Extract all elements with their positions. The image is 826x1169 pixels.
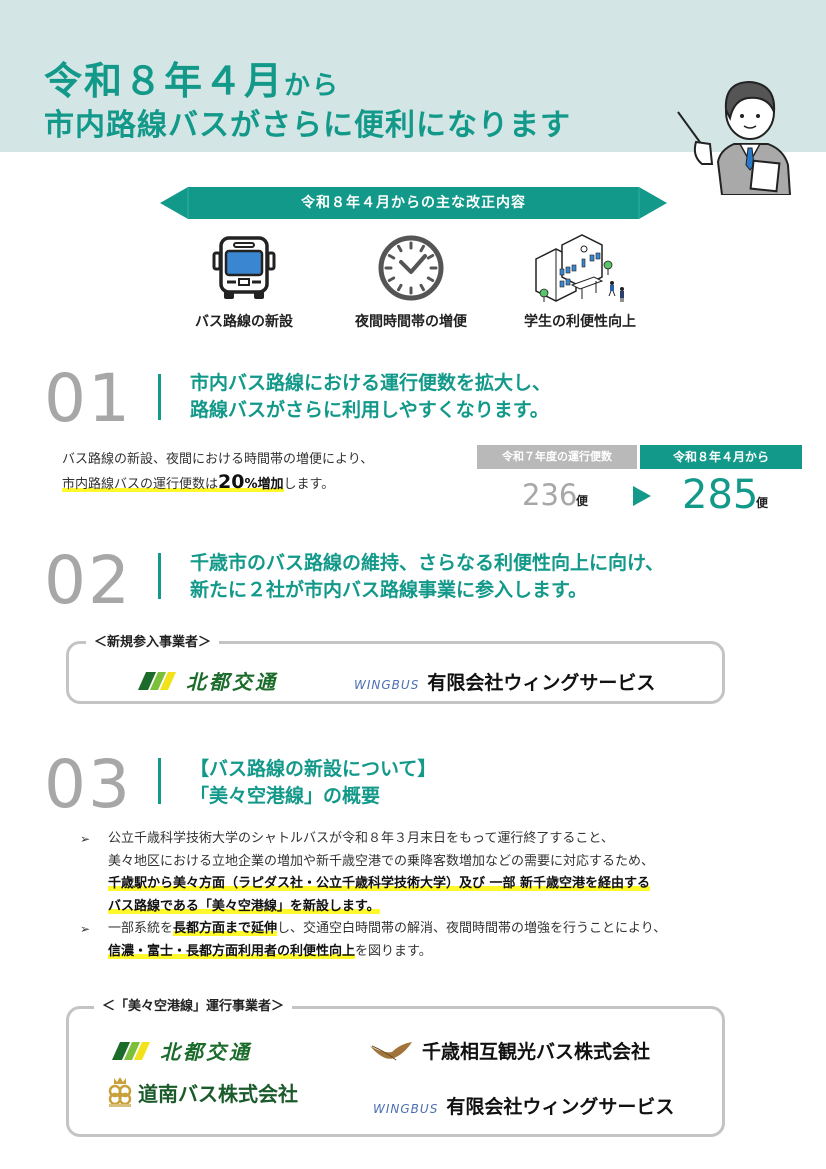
section3-heading-line2: 「美々空港線」の概要 <box>190 785 381 807</box>
bullet-1-line1: ➢ 公立千歳科学技術大学のシャトルバスが令和８年３月末日をもって運行終了すること、 <box>80 828 666 851</box>
feature-label: 学生の利便性向上 <box>524 314 636 330</box>
bullet-text: 公立千歳科学技術大学のシャトルバスが令和８年３月末日をもって運行終了すること、 <box>108 831 614 846</box>
section2-heading-line1: 千歳市のバス路線の維持、さらなる利便性向上に向け、 <box>190 552 665 574</box>
operator-name: 道南バス株式会社 <box>138 1081 298 1106</box>
compare-new-header: 令和８年４月から <box>640 445 802 469</box>
hero-banner: 令和８年４月から 市内路線バスがさらに便利になります <box>0 0 826 152</box>
bullet-text: 一部系統を <box>108 921 174 936</box>
bullet-1-line4: バス路線である「美々空港線」を新設します。 <box>80 896 666 919</box>
feature-label: 夜間時間帯の増便 <box>355 314 467 330</box>
compare-new-value: 285 <box>682 472 759 518</box>
bullet-text: 美々地区における立地企業の増加や新千歳空港での乗降客数増加などの需要に対応するた… <box>108 853 655 869</box>
bullet-text-highlight: 信濃・富士・長都方面利用者の利便性向上 <box>108 943 356 959</box>
highlighted-sentence: 市内路線バスの運行便数は20%増加 <box>62 471 284 493</box>
increase-percent: 20 <box>218 471 245 493</box>
hokuto-stripes-icon <box>112 1041 150 1060</box>
presenter-illustration-icon <box>677 80 792 195</box>
section3-heading: 【バス路線の新設について】 「美々空港線」の概要 <box>190 756 436 810</box>
section3-bullets: ➢ 公立千歳科学技術大学のシャトルバスが令和８年３月末日をもって運行終了すること、… <box>80 828 666 963</box>
bullet-2-line2: 信濃・富士・長都方面利用者の利便性向上を図ります。 <box>80 941 666 964</box>
hokuto-kotsu-logo: 北都交通 <box>138 666 278 695</box>
feature-student-convenience: 学生の利便性向上 <box>500 230 660 331</box>
operator-name: 北都交通 <box>186 670 278 694</box>
section-number-03: 03 <box>44 746 132 823</box>
section-divider <box>158 374 161 420</box>
hero-title-suffix: から <box>284 71 341 101</box>
operator-name: 千歳相互観光バス株式会社 <box>422 1041 651 1063</box>
chitose-sogo-logo: 千歳相互観光バス株式会社 <box>370 1037 650 1064</box>
hero-title-line2: 市内路線バスがさらに便利になります <box>44 108 571 143</box>
operator-name: 北都交通 <box>160 1040 252 1064</box>
bullet-text-highlight: 長都方面まで延伸 <box>173 921 278 936</box>
bullet-1-line3: 千歳駅から美々方面（ラピダス社・公立千歳科学技術大学）及び 一部 新千歳空港を経… <box>80 873 666 896</box>
compare-old-unit: 便 <box>576 494 589 508</box>
revision-banner: 令和８年４月からの主な改正内容 <box>160 187 667 219</box>
new-operators-box <box>66 641 725 704</box>
wingbus-brand: WINGBUS <box>354 678 420 692</box>
section2-heading-line2: 新たに２社が市内バス路線事業に参入します。 <box>190 579 588 601</box>
clock-icon <box>378 235 444 300</box>
bullet-text: を図ります。 <box>355 943 432 959</box>
chitose-leaf-icon <box>370 1041 412 1060</box>
hero-title-date: 令和８年４月 <box>44 59 285 103</box>
percent-sign: % <box>244 477 258 492</box>
bus-icon <box>212 235 276 299</box>
feature-night-service: 夜間時間帯の増便 <box>331 230 491 331</box>
banner-arrow-shape-icon <box>160 187 667 219</box>
wingbus-logo: WINGBUS 有限会社ウィングサービス <box>373 1092 674 1119</box>
section1-heading-line1: 市内バス路線における運行便数を拡大し、 <box>190 372 552 394</box>
bullet-1-line2: 美々地区における立地企業の増加や新千歳空港での乗降客数増加などの需要に対応するた… <box>80 851 666 874</box>
bullet-2-line1: ➢ 一部系統を長都方面まで延伸し、交通空白時間帯の解消、夜間時間帯の増強を行うこと… <box>80 918 666 941</box>
bullet-arrow-icon: ➢ <box>80 832 91 846</box>
wingbus-logo: WINGBUS 有限会社ウィングサービス <box>354 668 655 695</box>
body-suffix: します。 <box>283 477 335 492</box>
compare-arrow-icon <box>633 486 651 506</box>
donan-bus-logo: 道南バス株式会社 <box>106 1076 298 1108</box>
section1-heading-line2: 路線バスがさらに利用しやすくなります。 <box>190 399 549 421</box>
route-operators-caption: ＜「美々空港線」運行事業者＞ <box>94 995 293 1014</box>
hero-title-line1: 令和８年４月から <box>44 50 340 105</box>
compare-new-unit: 便 <box>756 496 769 510</box>
section1-heading: 市内バス路線における運行便数を拡大し、 路線バスがさらに利用しやすくなります。 <box>190 370 551 424</box>
section1-body-line2: 市内路線バスの運行便数は20%増加します。 <box>62 471 373 496</box>
hokuto-kotsu-logo: 北都交通 <box>112 1036 252 1065</box>
bullet-arrow-icon: ➢ <box>80 922 91 936</box>
bullet-text: し、交通空白時間帯の解消、夜間時間帯の増強を行うことにより、 <box>277 921 667 936</box>
new-operators-caption: ＜新規参入事業者＞ <box>86 631 220 650</box>
section-divider <box>158 553 161 599</box>
section-number-02: 02 <box>44 542 132 619</box>
section-divider <box>158 758 161 804</box>
compare-old-value: 236 <box>522 478 578 512</box>
banner-label: 令和８年４月からの主な改正内容 <box>301 195 526 211</box>
section1-body-line1: バス路線の新設、夜間における時間帯の増便により、 <box>62 452 374 467</box>
operator-name: 有限会社ウィングサービス <box>446 1096 675 1118</box>
hokuto-stripes-icon <box>138 671 176 690</box>
increase-word: 増加 <box>257 477 284 492</box>
feature-label: バス路線の新設 <box>195 314 293 330</box>
donan-crest-icon <box>108 1077 132 1107</box>
section2-heading: 千歳市のバス路線の維持、さらなる利便性向上に向け、 新たに２社が市内バス路線事業… <box>190 550 664 604</box>
operator-name: 有限会社ウィングサービス <box>427 672 656 694</box>
feature-new-routes: バス路線の新設 <box>164 230 324 331</box>
section3-heading-line1: 【バス路線の新設について】 <box>190 758 437 780</box>
bullet-text-highlight: バス路線である「美々空港線」を新設します。 <box>108 898 380 914</box>
body-prefix: 市内路線バスの運行便数は <box>62 477 219 492</box>
section1-body: バス路線の新設、夜間における時間帯の増便により、 市内路線バスの運行便数は20%… <box>62 448 373 496</box>
school-icon <box>535 233 624 302</box>
route-operators-box <box>66 1006 725 1137</box>
section-number-01: 01 <box>44 360 132 437</box>
compare-old-header: 令和７年度の運行便数 <box>477 445 637 469</box>
wingbus-brand: WINGBUS <box>373 1102 439 1116</box>
bullet-text-highlight: 千歳駅から美々方面（ラピダス社・公立千歳科学技術大学）及び 一部 新千歳空港を経… <box>108 876 651 891</box>
